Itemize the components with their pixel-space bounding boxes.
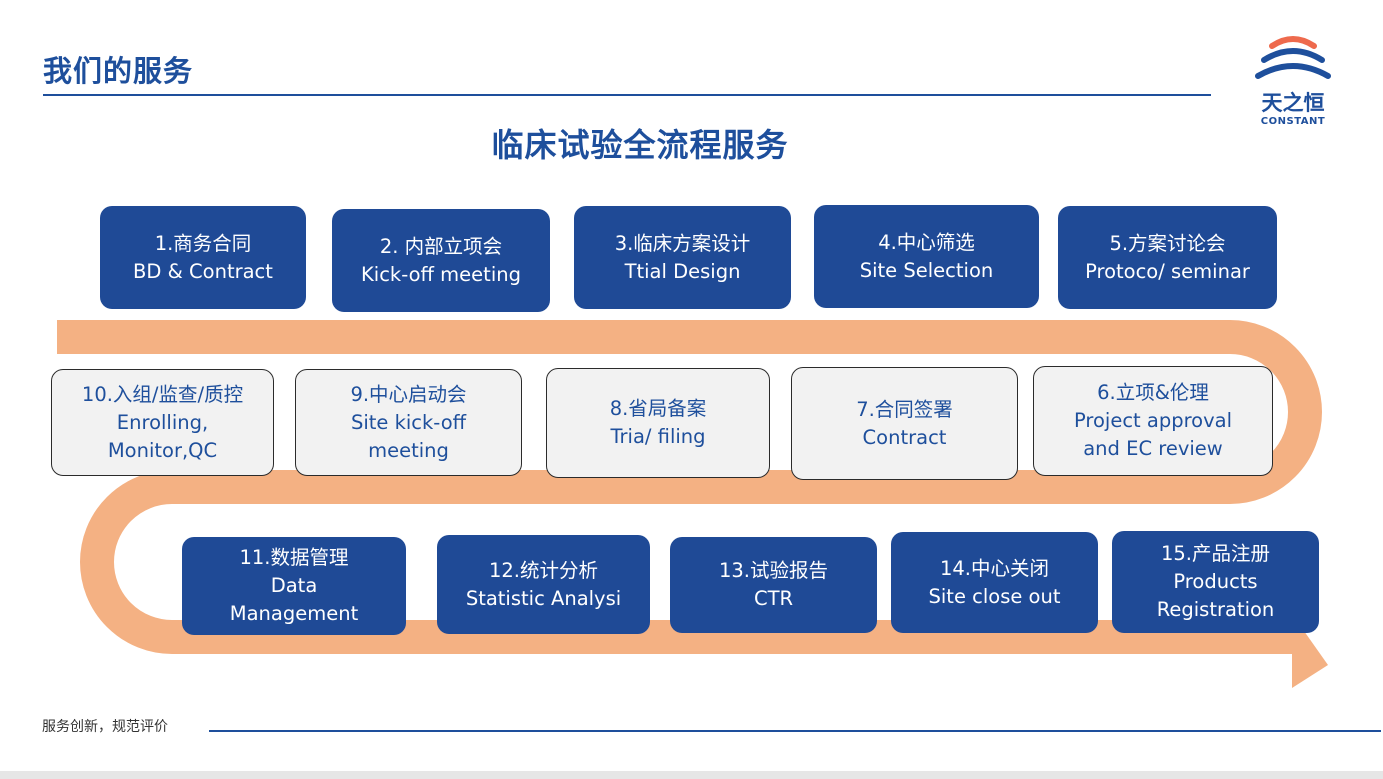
page-title: 我们的服务 <box>43 54 194 88</box>
step-cn-label: 11.数据管理 <box>239 546 349 569</box>
step-cn-label: 14.中心关闭 <box>939 556 1049 580</box>
step-cn-label: 2. 内部立项会 <box>379 234 503 258</box>
step-10-enrolling-monitor-qc: 10.入组/监查/质控 Enrolling, Monitor,QC <box>51 369 274 476</box>
step-en-label-line2: meeting <box>368 438 449 462</box>
step-cn-label: 10.入组/监查/质控 <box>81 382 244 406</box>
footer-slogan: 服务创新，规范评价 <box>42 719 168 735</box>
bottom-edge-strip <box>0 771 1383 779</box>
step-5-protocol-seminar: 5.方案讨论会 Protoco/ seminar <box>1058 206 1277 309</box>
step-en-label-line2: and EC review <box>1083 437 1223 460</box>
logo-name-cn: 天之恒 <box>1261 91 1325 115</box>
step-en-label-line2: Registration <box>1156 598 1275 621</box>
footer-rule <box>209 730 1381 732</box>
step-en-label-line2: Management <box>229 602 359 625</box>
step-13-ctr: 13.试验报告 CTR <box>670 537 877 633</box>
step-9-site-kickoff-meeting: 9.中心启动会 Site kick-off meeting <box>295 369 522 476</box>
step-cn-label: 7.合同签署 <box>856 397 953 421</box>
step-en-label-line1: Enrolling, <box>116 410 209 434</box>
step-en-label: Ttial Design <box>624 259 741 283</box>
logo-name-en: CONSTANT <box>1260 116 1326 127</box>
step-11-data-management: 11.数据管理 Data Management <box>182 537 406 635</box>
step-cn-label: 1.商务合同 <box>154 231 252 255</box>
step-14-site-close-out: 14.中心关闭 Site close out <box>891 532 1098 633</box>
step-en-label: Tria/ filing <box>610 425 706 448</box>
step-cn-label: 12.统计分析 <box>488 558 598 582</box>
step-2-kickoff-meeting: 2. 内部立项会 Kick-off meeting <box>332 209 550 312</box>
step-cn-label: 5.方案讨论会 <box>1109 231 1226 255</box>
step-en-label: Site Selection <box>859 258 994 282</box>
step-cn-label: 9.中心启动会 <box>350 382 467 406</box>
step-12-statistic-analysis: 12.统计分析 Statistic Analysi <box>437 535 650 634</box>
title-underline <box>43 94 1211 96</box>
step-en-label: Statistic Analysi <box>465 586 622 610</box>
step-cn-label: 6.立项&伦理 <box>1097 381 1209 404</box>
step-en-label: Site close out <box>928 584 1061 608</box>
main-title: 临床试验全流程服务 <box>491 126 789 164</box>
step-8-trial-filing: 8.省局备案 Tria/ filing <box>546 368 770 478</box>
step-en-label-line1: Project approval <box>1073 409 1233 432</box>
step-en-label-line1: Products <box>1173 570 1258 593</box>
step-cn-label: 13.试验报告 <box>718 559 828 582</box>
rainbow-arc-logo-icon <box>1255 36 1331 79</box>
step-en-label-line1: Site kick-off <box>350 410 467 434</box>
step-en-label-line1: Data <box>270 574 318 597</box>
company-logo: 天之恒 CONSTANT <box>1254 34 1332 132</box>
step-cn-label: 3.临床方案设计 <box>614 231 751 255</box>
step-en-label: CTR <box>753 587 794 610</box>
step-4-site-selection: 4.中心筛选 Site Selection <box>814 205 1039 308</box>
step-3-trial-design: 3.临床方案设计 Ttial Design <box>574 206 791 309</box>
step-7-contract: 7.合同签署 Contract <box>791 367 1018 480</box>
step-6-project-approval-ec: 6.立项&伦理 Project approval and EC review <box>1033 366 1273 476</box>
step-cn-label: 15.产品注册 <box>1160 542 1270 565</box>
step-en-label: Protoco/ seminar <box>1085 259 1250 283</box>
step-en-label: Kick-off meeting <box>361 262 521 286</box>
step-en-label: Contract <box>862 425 947 449</box>
step-1-bd-contract: 1.商务合同 BD & Contract <box>100 206 306 309</box>
step-15-product-registration: 15.产品注册 Products Registration <box>1112 531 1319 633</box>
step-en-label-line2: Monitor,QC <box>107 438 218 462</box>
step-cn-label: 4.中心筛选 <box>878 230 975 254</box>
step-cn-label: 8.省局备案 <box>609 397 707 420</box>
step-en-label: BD & Contract <box>133 259 273 283</box>
